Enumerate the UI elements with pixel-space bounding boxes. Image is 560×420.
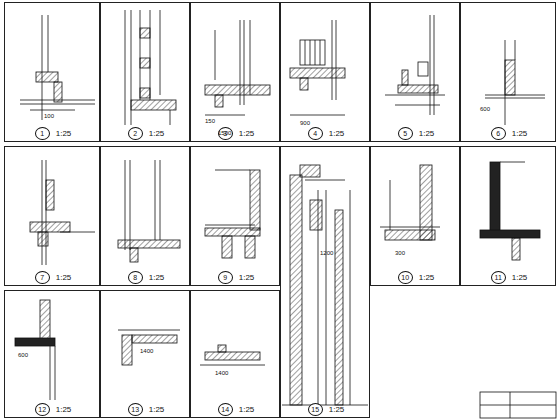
detail-number: 4 (308, 127, 323, 140)
detail-panel: 9 1:25 (190, 146, 280, 286)
detail-panel: 13 1:25 (100, 290, 190, 418)
detail-caption: 10 1:25 (398, 271, 435, 284)
detail-caption: 4 1:25 (308, 127, 345, 140)
detail-panel: 14 1:25 (190, 290, 280, 418)
detail-caption: 13 1:25 (128, 403, 165, 416)
detail-panel: 15 1:25 (280, 146, 370, 418)
dimension-label: 600 (18, 352, 28, 358)
scale-label: 1:25 (419, 273, 435, 282)
dimension-label: 100 (44, 113, 54, 119)
detail-caption: 8 1:25 (128, 271, 165, 284)
detail-caption: 1 1:25 (35, 127, 72, 140)
detail-number: 5 (398, 127, 413, 140)
scale-label: 1:25 (329, 129, 345, 138)
detail-number: 6 (491, 127, 506, 140)
dimension-label: 150 (205, 118, 215, 124)
detail-panel: 11 1:25 (460, 146, 556, 286)
detail-number: 13 (128, 403, 143, 416)
detail-caption: 12 1:25 (35, 403, 72, 416)
scale-label: 1:25 (512, 273, 528, 282)
detail-caption: 7 1:25 (35, 271, 72, 284)
detail-panel: 10 1:25 (370, 146, 460, 286)
detail-panel: 8 1:25 (100, 146, 190, 286)
detail-caption: 6 1:25 (491, 127, 528, 140)
dimension-label: 600 (480, 106, 490, 112)
detail-panel: 2 1:25 (100, 2, 190, 142)
detail-caption: 2 1:25 (128, 127, 165, 140)
scale-label: 1:25 (56, 273, 72, 282)
detail-panel: 4 1:25 (280, 2, 370, 142)
dimension-label: 1400 (215, 370, 228, 376)
detail-caption: 11 1:25 (491, 271, 528, 284)
detail-caption: 9 1:25 (218, 271, 255, 284)
scale-label: 1:25 (329, 405, 345, 414)
scale-label: 1:25 (239, 405, 255, 414)
detail-number: 2 (128, 127, 143, 140)
dimension-label: 300 (395, 250, 405, 256)
detail-number: 11 (491, 271, 506, 284)
scale-label: 1:25 (512, 129, 528, 138)
scale-label: 1:25 (239, 129, 255, 138)
scale-label: 1:25 (149, 405, 165, 414)
detail-caption: 14 1:25 (218, 403, 255, 416)
scale-label: 1:25 (56, 405, 72, 414)
dimension-label: 1200 (320, 250, 333, 256)
dimension-label: 900 (300, 120, 310, 126)
detail-number: 14 (218, 403, 233, 416)
detail-panel: 6 1:25 (460, 2, 556, 142)
scale-label: 1:25 (56, 129, 72, 138)
detail-caption: 5 1:25 (398, 127, 435, 140)
dimension-label: 1500 (218, 130, 231, 136)
detail-number: 9 (218, 271, 233, 284)
detail-panel: 5 1:25 (370, 2, 460, 142)
scale-label: 1:25 (419, 129, 435, 138)
scale-label: 1:25 (239, 273, 255, 282)
dimension-label: 1400 (140, 348, 153, 354)
scale-label: 1:25 (149, 129, 165, 138)
scale-label: 1:25 (149, 273, 165, 282)
detail-panel: 1 1:25 (4, 2, 100, 142)
detail-number: 1 (35, 127, 50, 140)
detail-panel: 31:25 (190, 2, 280, 142)
detail-number: 8 (128, 271, 143, 284)
detail-number: 12 (35, 403, 50, 416)
detail-panel: 7 1:25 (4, 146, 100, 286)
detail-number: 10 (398, 271, 413, 284)
detail-caption: 15 1:25 (308, 403, 345, 416)
detail-number: 15 (308, 403, 323, 416)
detail-number: 7 (35, 271, 50, 284)
